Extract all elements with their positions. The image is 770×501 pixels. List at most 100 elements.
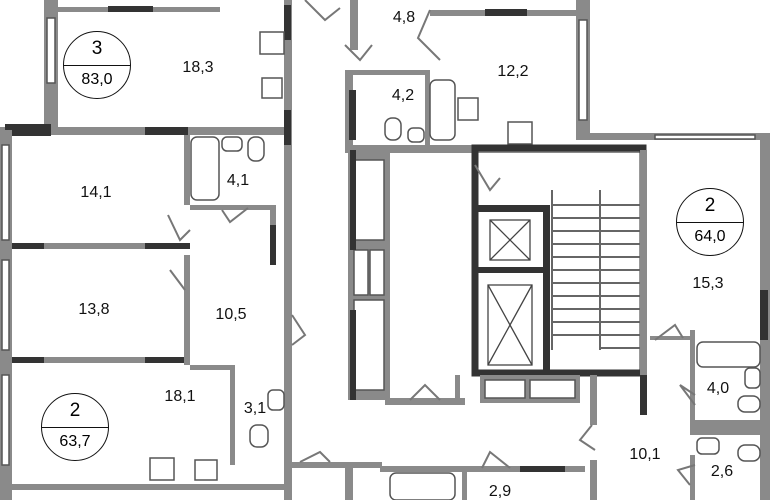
wall — [190, 205, 275, 210]
wall — [353, 70, 430, 75]
wall — [640, 370, 647, 415]
toilet — [384, 117, 402, 141]
window — [578, 19, 588, 121]
window — [1, 374, 10, 466]
storage — [529, 379, 576, 399]
toilet — [737, 444, 761, 462]
wall — [425, 70, 430, 145]
wall — [350, 0, 358, 50]
storage — [353, 299, 385, 391]
wall — [462, 470, 467, 500]
total-area: 63,7 — [59, 433, 91, 450]
wall — [184, 255, 190, 365]
sink — [221, 136, 243, 152]
window — [1, 144, 10, 241]
divider — [64, 65, 130, 66]
sink — [696, 437, 720, 455]
wall — [145, 357, 190, 363]
room-area: 2,6 — [710, 463, 734, 480]
wall — [485, 9, 527, 16]
wall — [190, 365, 230, 370]
room-area: 3,1 — [243, 400, 267, 417]
wall — [184, 135, 190, 205]
wall — [230, 365, 235, 465]
bathtub — [190, 136, 220, 201]
wall — [284, 5, 291, 40]
wall — [380, 466, 585, 472]
wall — [350, 310, 356, 400]
elevator-icon — [487, 219, 533, 366]
storage — [369, 249, 385, 296]
room-area: 2,9 — [488, 483, 512, 500]
wall — [12, 243, 190, 249]
wall — [543, 205, 550, 375]
wall — [145, 243, 190, 249]
wall — [270, 225, 276, 265]
wall — [455, 375, 460, 403]
staircase-icon — [551, 190, 640, 350]
wall — [292, 462, 382, 468]
window — [46, 17, 56, 84]
wall — [12, 357, 190, 363]
total-area: 64,0 — [694, 228, 726, 245]
wall — [349, 90, 356, 140]
window — [654, 134, 756, 140]
apartment-badge: 3 83,0 — [63, 31, 131, 99]
bathtub — [429, 79, 456, 141]
stove — [259, 31, 285, 55]
toilet — [249, 424, 269, 448]
sink — [407, 127, 425, 143]
room-area: 12,2 — [497, 63, 529, 80]
wall — [690, 330, 695, 420]
wall — [690, 455, 695, 500]
room-area: 14,1 — [80, 184, 112, 201]
sink — [267, 389, 285, 411]
wall — [12, 484, 292, 490]
wall — [284, 110, 291, 145]
wall — [108, 6, 153, 12]
wall — [590, 460, 597, 500]
wall — [590, 375, 597, 425]
wall — [350, 150, 356, 250]
room-area: 4,1 — [226, 172, 250, 189]
rooms-count: 2 — [69, 400, 81, 421]
wall — [690, 420, 765, 435]
room-area: 15,3 — [692, 275, 724, 292]
sink — [457, 97, 479, 121]
door-icon — [167, 0, 696, 486]
wall — [640, 150, 647, 375]
storage — [353, 249, 369, 296]
rooms-count: 2 — [704, 195, 716, 216]
room-area: 13,8 — [78, 301, 110, 318]
room-area: 4,0 — [706, 380, 730, 397]
wall — [520, 466, 565, 472]
rooms-count: 3 — [91, 38, 103, 59]
toilet — [737, 395, 761, 413]
room-area: 10,5 — [215, 306, 247, 323]
apartment-badge: 2 63,7 — [41, 393, 109, 461]
apartment-badge: 2 64,0 — [676, 188, 744, 256]
window — [1, 259, 10, 351]
stove — [507, 121, 533, 145]
storage — [484, 379, 526, 399]
room-area: 10,1 — [629, 446, 661, 463]
wall — [12, 357, 44, 363]
wall — [5, 124, 51, 136]
sink — [261, 77, 283, 99]
wall — [145, 127, 188, 135]
wall — [760, 290, 768, 340]
room-area: 18,3 — [182, 59, 214, 76]
divider — [677, 222, 743, 223]
stove — [149, 457, 175, 481]
wall — [385, 398, 465, 405]
bathtub — [696, 341, 761, 368]
sink — [744, 367, 761, 389]
wall — [284, 0, 292, 500]
sink — [194, 459, 218, 481]
wall — [650, 336, 690, 340]
wall — [12, 243, 44, 249]
wall — [345, 462, 353, 500]
total-area: 83,0 — [81, 71, 113, 88]
storage — [353, 159, 385, 241]
